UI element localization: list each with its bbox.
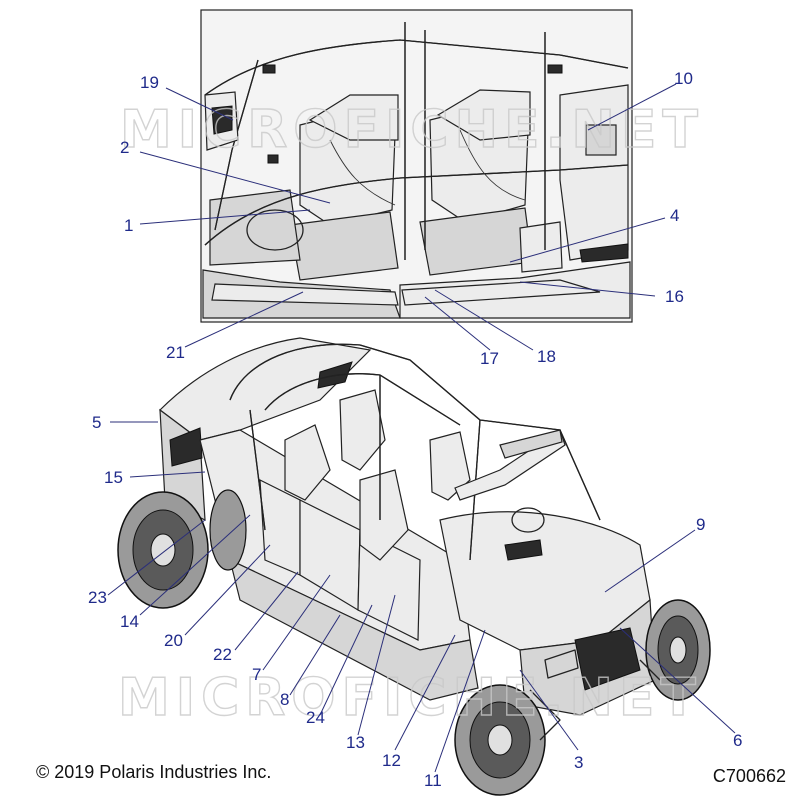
- callout-24: 24: [306, 708, 325, 727]
- callout-11: 11: [424, 771, 442, 790]
- callout-3: 3: [574, 753, 583, 772]
- callout-13: 13: [346, 733, 365, 752]
- callout-20: 20: [164, 631, 183, 650]
- callout-21: 21: [166, 343, 185, 362]
- callout-10: 10: [674, 69, 693, 88]
- callout-6: 6: [733, 731, 742, 750]
- callout-14: 14: [120, 612, 139, 631]
- vehicle-seats: [284, 389, 471, 561]
- callout-7: 7: [252, 665, 261, 684]
- wheel-front-left: [454, 684, 546, 796]
- callout-8: 8: [280, 690, 289, 709]
- diagram-code: C700662: [712, 766, 786, 786]
- callout-2: 2: [120, 138, 129, 157]
- watermark-top: MICROFICHE.NET: [120, 100, 704, 160]
- wheel-front-right: [645, 599, 711, 701]
- callout-22: 22: [213, 645, 232, 664]
- callout-17: 17: [480, 349, 499, 368]
- callout-15: 15: [104, 468, 123, 487]
- inset-seat-rear: [308, 89, 531, 141]
- callout-4: 4: [670, 206, 679, 225]
- callout-23: 23: [88, 588, 107, 607]
- vehicle-main-view: [117, 337, 711, 796]
- callout-16: 16: [665, 287, 684, 306]
- callout-19: 19: [140, 73, 159, 92]
- callout-18: 18: [537, 347, 556, 366]
- inset-seat-front-right: [419, 104, 533, 276]
- watermark-bottom: MICROFICHE.NET: [118, 668, 702, 728]
- copyright-text: © 2019 Polaris Industries Inc.: [36, 762, 272, 782]
- wheel-rear-left: [117, 491, 209, 609]
- leader-lines: [107, 83, 736, 773]
- wheel-rear-right: [209, 489, 247, 571]
- callout-9: 9: [696, 515, 705, 534]
- callout-labels: 19 2 1 10 4 16 17 18 21 5 15 9 23 14 20 …: [88, 69, 742, 790]
- cabin-detail-inset: [200, 9, 633, 323]
- callout-1: 1: [124, 216, 133, 235]
- callout-12: 12: [382, 751, 401, 770]
- callout-5: 5: [92, 413, 101, 432]
